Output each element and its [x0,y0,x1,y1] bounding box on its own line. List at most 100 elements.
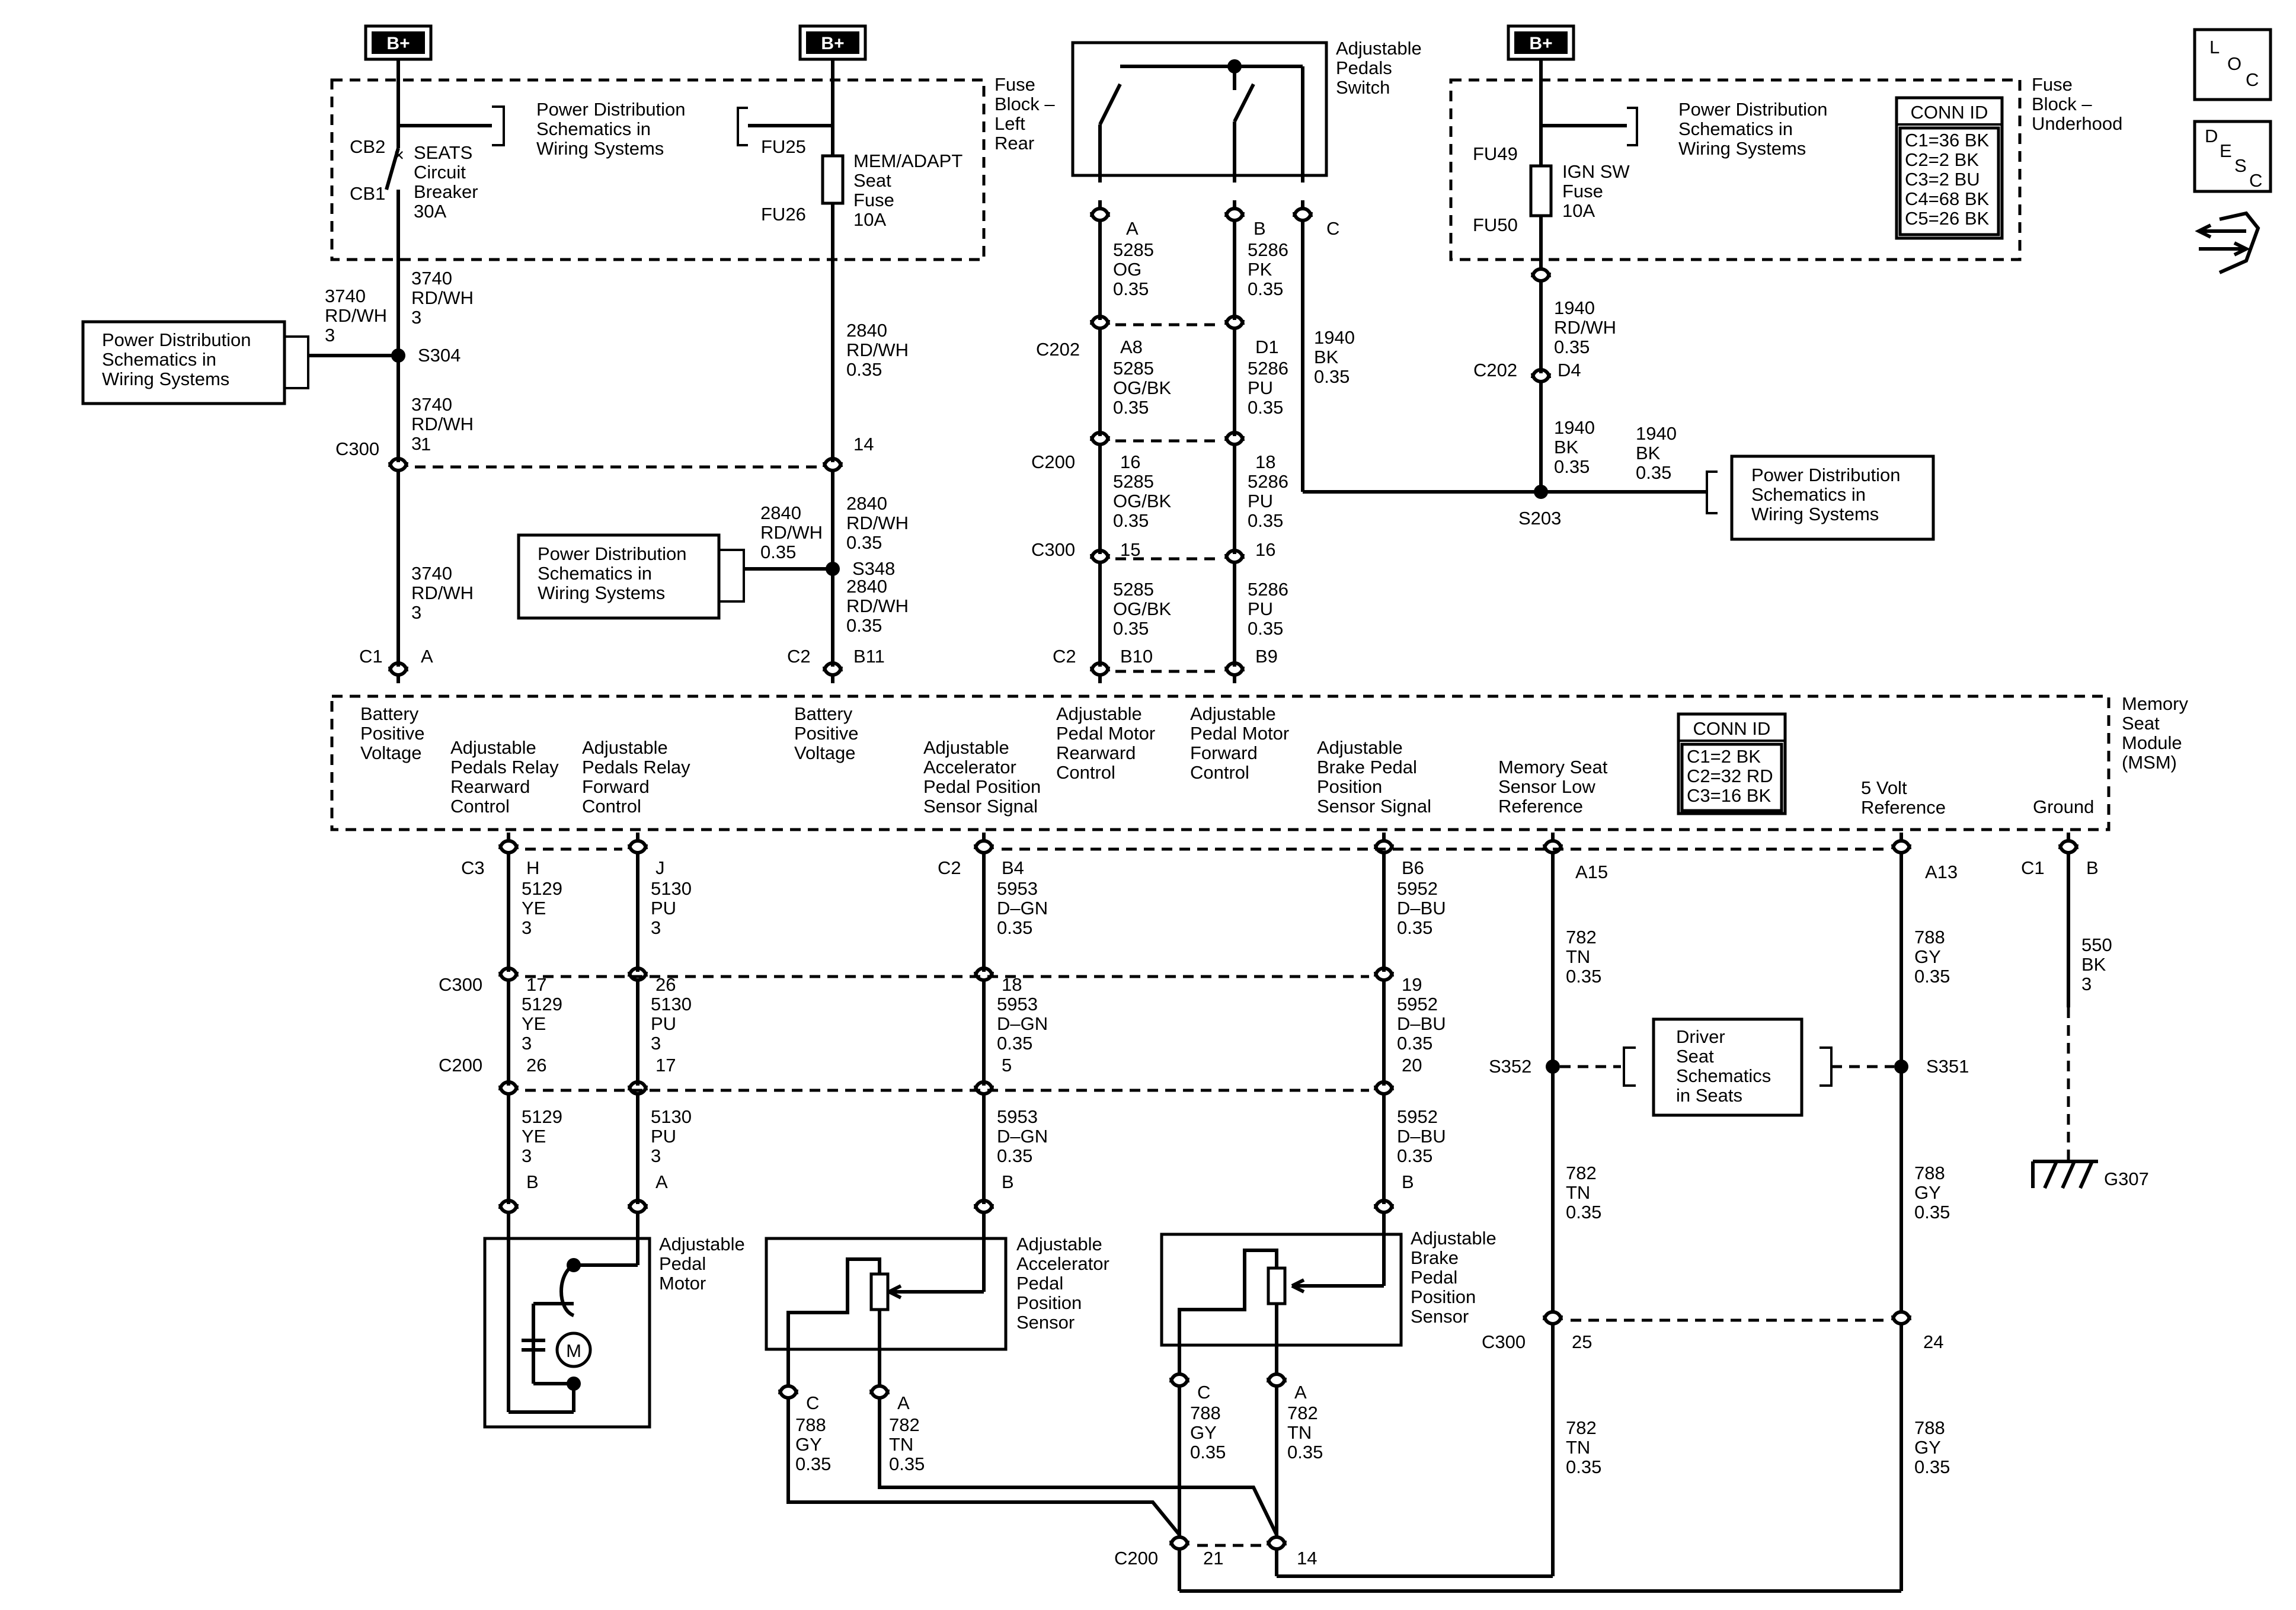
pd-ref-label-s203-line: Power Distribution [1751,465,1901,485]
msm-relay-forward-line: Control [582,796,641,817]
wire-5286b-label-1-line: 0.35 [1248,397,1283,418]
pd-ref-label-left-line: Schematics in [102,349,216,370]
msm-title-line: (MSM) [2122,752,2177,773]
msm-motor-rearward-line: Rearward [1056,742,1136,763]
c200-pin-17: 17 [655,1055,676,1076]
wire-788-label-3-line: 0.35 [1914,1457,1950,1477]
desc-icon-s: S [2234,155,2247,176]
wire-5952-label-2-line: D–BU [1397,1013,1446,1034]
conn-id-msm-inner [1680,742,1783,812]
fuse-block-left-rear-label-line: Block – [994,94,1055,114]
wire-5952-label-3-line: D–BU [1397,1126,1446,1147]
cb-label-line: Breaker [414,181,478,202]
wire-5130-label-2-line: 5130 [651,994,692,1014]
msm-motor-rearward-line: Adjustable [1056,703,1142,724]
s348-label: S348 [852,558,895,579]
connector-female-terminal [1090,661,1110,672]
connector-female-terminal [1374,966,1394,977]
driver-seat-bracket-right [1819,1046,1833,1087]
wire-550-label-line: 550 [2081,934,2112,955]
driver-seat-label-line: in Seats [1676,1085,1742,1106]
connector-female-terminal [1090,431,1110,441]
motor-circle [555,1331,592,1368]
msm-title-line: Module [2122,732,2182,753]
connector-female-terminal [628,839,648,850]
msm-accel-sensor-signal-line: Adjustable [923,737,1009,758]
wire-2840-label-4-line: 2840 [760,502,801,523]
accelerator-pedal-position-sensor [765,1237,1008,1351]
driver-seat-bracket-left [1623,1046,1636,1087]
wire-5130-label-1-line: 3 [651,917,661,938]
connector-female-terminal [1293,207,1313,217]
wire-3740-label-2-line: 3740 [411,394,452,415]
wire-5129-label-3-line: 5129 [522,1106,562,1127]
wire-5286b-label-2-line: 0.35 [1248,510,1283,531]
pd-ref-label-s348-line: Schematics in [538,563,652,584]
conn-id-inner [1898,126,2000,236]
msm-title-line: Memory [2122,693,2188,714]
c202-pin-a8: A8 [1120,337,1143,357]
msm-ground-line: Ground [2033,796,2094,817]
wire-5285b-label-3-line: 5285 [1113,579,1154,600]
accel-resistor [869,1272,890,1311]
pd-bracket-s203 [1706,470,1718,514]
msm-motor-forward-line: Control [1190,762,1249,783]
pin-b6: B6 [1402,857,1424,878]
motor-brush-lead [559,1263,575,1317]
pd-ref-label-3-line: Power Distribution [1678,99,1828,120]
connector-female-terminal [498,1199,519,1209]
connector-female-terminal [869,1384,890,1395]
wire-3740-label-2-line: RD/WH [411,414,474,434]
connector-female-terminal [974,966,994,977]
c2-pin-b4: B4 [1002,857,1024,878]
switch-blade-b [1233,83,1255,183]
wire-1940-bk-label-1-line: BK [1314,347,1339,367]
msm-title-line: Seat [2122,713,2160,734]
wire-5953-label-2-line: 5953 [997,994,1038,1014]
c1-label-ground: C1 [2021,857,2045,878]
wire-3740-label-left-line: RD/WH [325,305,387,326]
wire-1940-bk-label-3-line: 1940 [1636,423,1677,444]
ign-fuse-label-line: 10A [1562,200,1595,221]
connector-female-terminal [1169,1372,1189,1383]
wire-2840-label-2-line: RD/WH [846,513,909,533]
wire-788-label-2-line: GY [1914,1182,1941,1203]
pd-ref-label-s203-line: Wiring Systems [1751,504,1879,524]
conn-id-underhood [1895,96,2004,240]
fu50-label: FU50 [1473,215,1518,235]
connector-female-terminal [1531,267,1551,278]
connector-female-terminal [628,1080,648,1091]
motor-pin-b: B [526,1172,539,1192]
desc-icon-c: C [2249,170,2262,191]
c2-pin-b11: B11 [853,646,885,667]
wire-2840-label-3-line: 0.35 [846,615,882,636]
c2-pin-b9: B9 [1255,646,1278,667]
wire-1940-bk-label-2-line: BK [1554,437,1579,457]
connector-female-terminal [778,1384,798,1395]
s352-label: S352 [1489,1056,1531,1077]
brake-sensor-label-line: Adjustable [1411,1228,1496,1249]
pd-bracket [492,105,505,146]
c2-pin-b10: B10 [1120,646,1153,667]
msm-accel-sensor-signal-line: Sensor Signal [923,796,1038,817]
connector-female-terminal [2058,839,2078,850]
c200-pin-20: 20 [1402,1055,1422,1076]
pin-a15: A15 [1575,862,1608,882]
motor-label-line: Pedal [659,1253,706,1274]
msm-relay-forward-line: Adjustable [582,737,668,758]
fuse-block-left-rear-label-line: Left [994,113,1025,134]
wire-2840-label-3-line: RD/WH [846,596,909,616]
accel-sensor-label-line: Pedal [1016,1273,1063,1294]
wire-5285a-label-line: 0.35 [1113,279,1149,299]
